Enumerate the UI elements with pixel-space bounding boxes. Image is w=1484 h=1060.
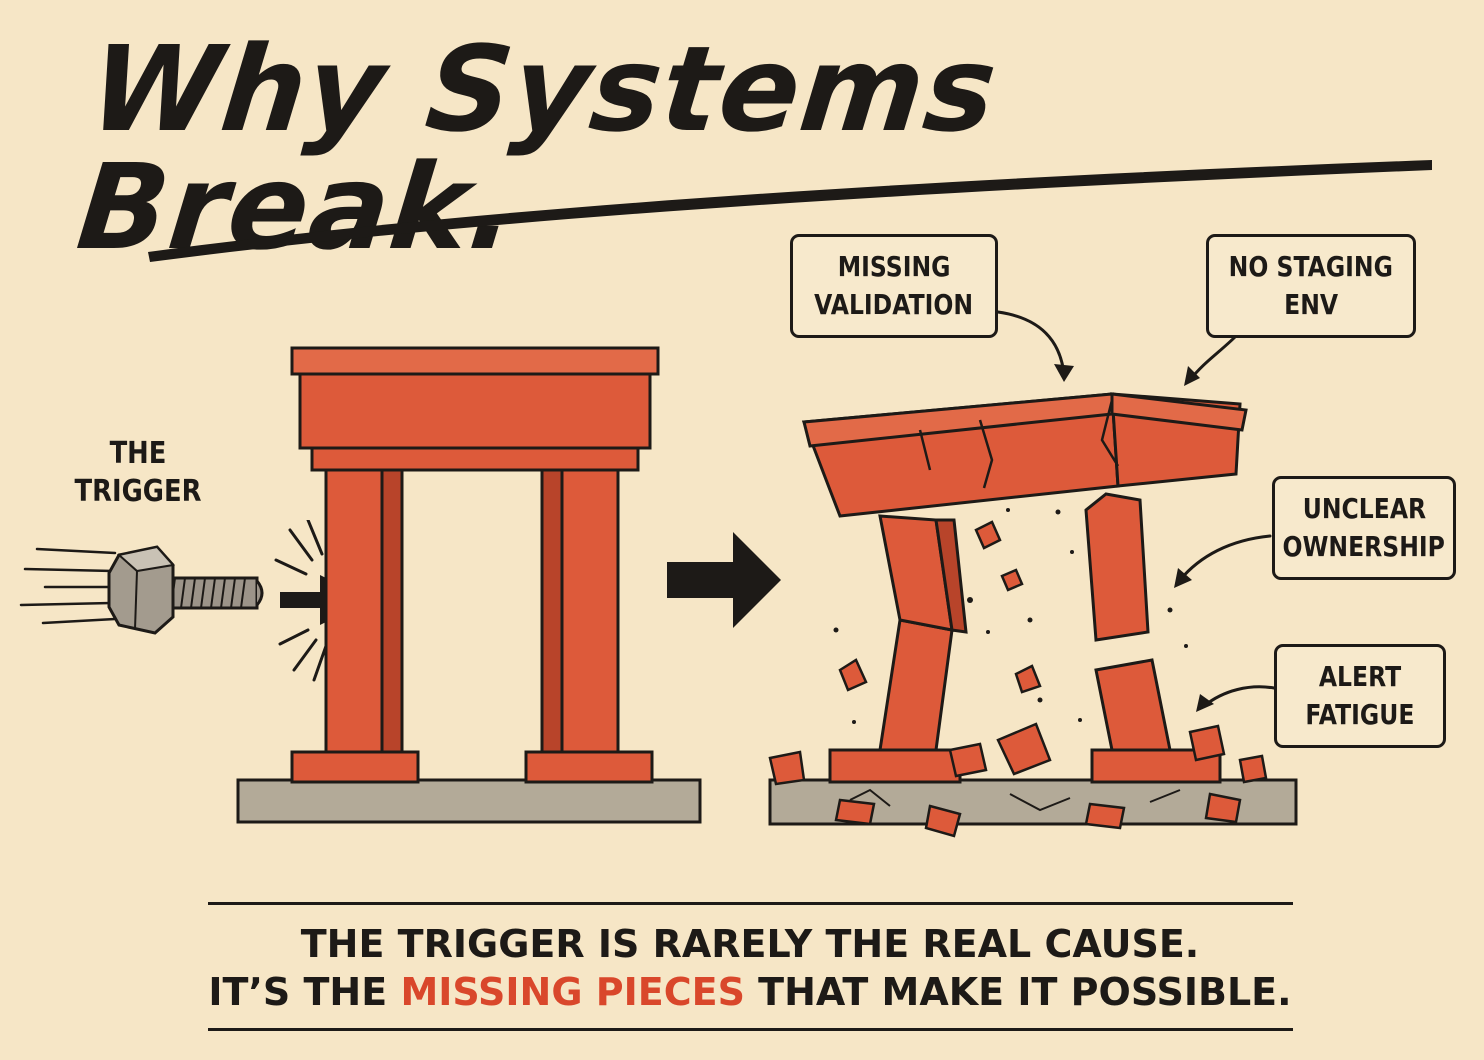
callout-alert-fatigue: ALERT FATIGUE — [1274, 644, 1446, 748]
title-underline — [148, 160, 1432, 262]
callout-line1: NO STAGING — [1228, 250, 1394, 283]
callout-line2: ENV — [1284, 288, 1338, 321]
trigger-label: THE TRIGGER — [52, 435, 224, 511]
caption-rule-top — [208, 902, 1293, 905]
callout-line1: MISSING — [837, 250, 951, 283]
arrow-right-icon — [667, 532, 781, 628]
broken-arch-icon — [768, 392, 1298, 838]
callout-unclear-ownership: UNCLEAR OWNERSHIP — [1272, 476, 1456, 580]
caption-highlight: MISSING PIECES — [400, 970, 745, 1014]
caption-rule-bottom — [208, 1028, 1293, 1031]
callout-no-staging-env: NO STAGING ENV — [1206, 234, 1416, 338]
caption: THE TRIGGER IS RARELY THE REAL CAUSE. IT… — [150, 920, 1350, 1016]
caption-line2-before: IT’S THE — [208, 970, 401, 1014]
callout-line1: UNCLEAR — [1302, 492, 1426, 525]
callout-line2: OWNERSHIP — [1282, 530, 1446, 563]
bolt-icon — [19, 545, 264, 635]
trigger-label-line2: TRIGGER — [74, 474, 202, 509]
caption-line1: THE TRIGGER IS RARELY THE REAL CAUSE. — [300, 922, 1200, 966]
callout-missing-validation: MISSING VALIDATION — [790, 234, 998, 338]
trigger-label-line1: THE — [109, 436, 167, 471]
callout-line1: ALERT — [1318, 660, 1402, 693]
caption-line2: IT’S THE MISSING PIECES THAT MAKE IT POS… — [150, 968, 1350, 1016]
callout-line2: VALIDATION — [814, 288, 974, 321]
callout-line2: FATIGUE — [1305, 698, 1415, 731]
caption-line2-after: THAT MAKE IT POSSIBLE. — [744, 970, 1292, 1014]
intact-arch-icon — [236, 346, 702, 824]
